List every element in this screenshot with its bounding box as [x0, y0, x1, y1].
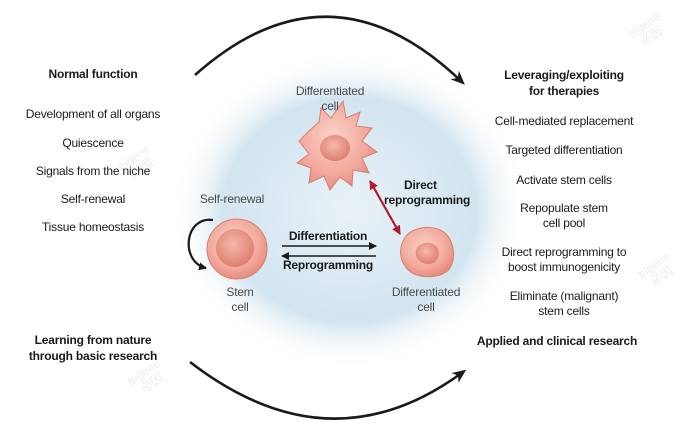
bottom-arc-arrow	[189, 360, 467, 420]
top-arc-arrow	[194, 15, 465, 85]
therapies-heading-line1: Leveraging/exploiting	[504, 68, 624, 82]
halo-background	[170, 50, 530, 370]
right-item-cell-replacement: Cell-mediated replacement	[494, 114, 634, 128]
stem-cell-nucleus	[216, 229, 254, 267]
differentiation-label: Differentiation	[288, 229, 368, 243]
left-item-niche-signals: Signals from the niche	[35, 164, 151, 178]
stem-cell-label-line2: cell	[231, 300, 249, 314]
normal-function-heading: Normal function	[48, 67, 138, 81]
right-item-eliminate-line2: stem cells	[538, 304, 590, 318]
right-item-targeted-differentiation: Targeted differentiation	[505, 143, 623, 157]
reprogramming-label: Reprogramming	[282, 258, 374, 272]
spiky-cell-nucleus	[320, 135, 350, 161]
differentiated-cell-bottom-label-line2: cell	[417, 300, 435, 314]
differentiated-cell-bottom-label-line1: Differentiated	[391, 285, 461, 299]
differentiated-cell-top-label-line1: Differentiated	[295, 84, 365, 98]
direct-reprogramming-arrow	[369, 180, 401, 235]
left-item-quiescence: Quiescence	[62, 136, 124, 150]
direct-reprogramming-label-line1: Direct	[404, 178, 437, 192]
right-item-repopulate-line2: cell pool	[542, 216, 586, 230]
therapies-heading-line2: for therapies	[528, 84, 600, 98]
stem-cell-label-line1: Stem	[226, 285, 254, 299]
direct-reprogramming-label-line2: reprogramming	[384, 193, 471, 207]
left-item-tissue-homeostasis: Tissue homeostasis	[42, 220, 144, 234]
round-cell-nucleus	[415, 242, 439, 265]
right-item-repopulate-line1: Repopulate stem	[520, 201, 608, 215]
right-item-activate-stem-cells: Activate stem cells	[516, 173, 612, 187]
right-item-eliminate-line1: Eliminate (malignant)	[509, 289, 619, 303]
left-item-development: Development of all organs	[25, 107, 161, 121]
differentiated-cell-top-label-line2: cell	[321, 99, 339, 113]
self-renewal-arrow	[187, 218, 214, 271]
self-renewal-label: Self-renewal	[199, 192, 265, 206]
right-item-direct-reprogramming-line2: boost immunogenicity	[507, 260, 621, 274]
right-item-direct-reprogramming-line1: Direct reprogramming to	[501, 245, 627, 259]
basic-research-line2: through basic research	[28, 349, 158, 363]
basic-research-line1: Learning from nature	[34, 333, 152, 347]
left-item-self-renewal: Self-renewal	[60, 192, 126, 206]
applied-clinical-research: Applied and clinical research	[476, 334, 638, 348]
